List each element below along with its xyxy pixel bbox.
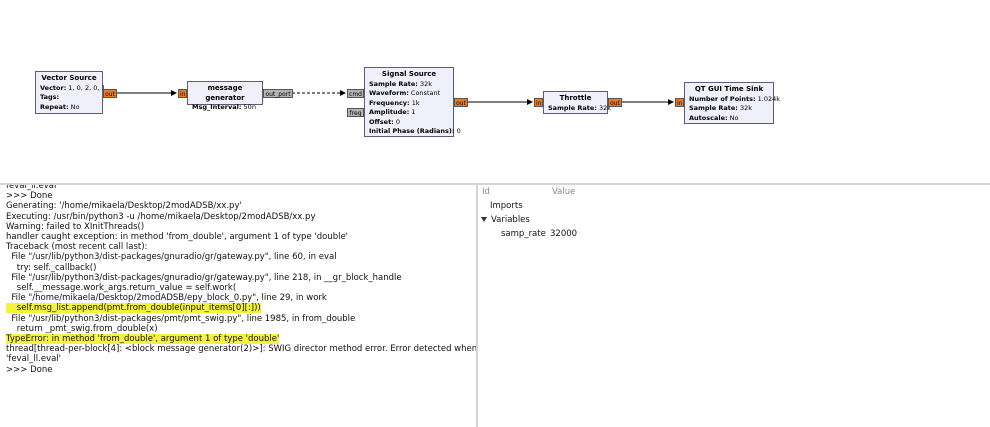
param-row: Offset: 0 — [369, 117, 400, 126]
vector-source-out-port[interactable]: out — [103, 89, 117, 98]
param-row: Amplitude: 1 — [369, 108, 416, 116]
msggen-in-port[interactable]: in — [178, 89, 187, 98]
console-line: >>> Done — [6, 191, 53, 202]
signal-source-cmd-port[interactable]: cmd — [347, 89, 364, 98]
column-header-value[interactable]: Value — [552, 187, 576, 197]
param-row: Frequency: 1k — [369, 98, 420, 107]
console-line: thread[thread-per-block[4]: <block messa… — [6, 344, 476, 355]
highlighted-text: self.msg_list.append(pmt.from_double(inp… — [6, 303, 261, 314]
param-row: Repeat: No — [40, 102, 80, 111]
console-line: self.__message.work_args.return_value = … — [6, 283, 237, 294]
highlighted-text: TypeError: in method 'from_double', argu… — [6, 334, 280, 345]
vector-source-block[interactable]: Vector Source Vector: 1, 0, 2, 0, 1 Tags… — [35, 71, 106, 114]
console-line: File "/home/mikaela/Desktop/2modADSB/epy… — [6, 293, 327, 304]
message-generator-block[interactable]: message generator Msg_Interval: 50n — [187, 81, 263, 111]
param-row: Waveform: Constant — [369, 89, 441, 97]
param-row: Sample Rate: 32k — [548, 103, 612, 112]
console-line: File "/usr/lib/python3/dist-packages/pmt… — [6, 313, 356, 324]
qt-sink-in-port[interactable]: in — [675, 98, 684, 107]
msggen-out-port[interactable]: out_port — [263, 89, 293, 98]
block-title: QT GUI Time Sink — [694, 85, 764, 93]
console-line: feval_ll.eval — [6, 185, 57, 191]
expand-arrow-icon[interactable] — [481, 217, 487, 222]
pane-divider-horizontal[interactable] — [0, 183, 990, 185]
console-line: 'feval_ll.eval' — [6, 354, 62, 365]
console-line: Warning: failed to XInitThreads() — [6, 221, 145, 232]
throttle-out-port[interactable]: out — [608, 98, 622, 107]
block-title: Throttle — [559, 94, 592, 102]
console-line: Traceback (most recent call last): — [6, 242, 148, 253]
param-row: Sample Rate: 32k — [369, 79, 433, 88]
console-line: Executing: /usr/bin/python3 -u /home/mik… — [6, 211, 316, 222]
param-row: Sample Rate: 32k — [689, 104, 753, 112]
tree-item-imports[interactable]: Imports — [490, 201, 523, 211]
variable-row[interactable]: samp_rate — [501, 229, 546, 239]
console-line: try: self._callback() — [6, 262, 97, 273]
signal-source-freq-port[interactable]: freq — [347, 108, 364, 117]
console-line: handler caught exception: in method 'fro… — [6, 232, 349, 243]
console-line: File "/usr/lib/python3/dist-packages/gnu… — [6, 252, 337, 263]
throttle-block[interactable]: Throttle Sample Rate: 32k — [543, 91, 612, 114]
variable-value[interactable]: 32000 — [550, 229, 578, 239]
param-row: Initial Phase (Radians): 0 — [369, 127, 461, 135]
console-line: Generating: '/home/mikaela/Desktop/2modA… — [6, 201, 242, 212]
param-row: Msg_Interval: 50n — [192, 103, 256, 111]
block-title: Vector Source — [41, 74, 97, 82]
pane-divider-vertical[interactable] — [476, 185, 478, 427]
variable-id: samp_rate — [501, 229, 546, 239]
param-row: Number of Points: 1.024k — [689, 94, 781, 103]
tree-item-variables[interactable]: Variables — [481, 215, 530, 225]
block-title: Signal Source — [381, 70, 437, 78]
signal-source-out-port[interactable]: out — [454, 98, 468, 107]
console-line: TypeError: in method 'from_double', argu… — [0, 334, 476, 345]
param-row: Vector: 1, 0, 2, 0, 1 — [40, 83, 106, 92]
console-line: File "/usr/lib/python3/dist-packages/gnu… — [6, 272, 402, 283]
throttle-in-port[interactable]: in — [534, 98, 543, 107]
param-row: Autoscale: No — [689, 113, 739, 122]
variable-editor-panel[interactable]: Id Value Imports Variables samp_rate 320… — [478, 185, 990, 427]
qt-gui-time-sink-block[interactable]: QT GUI Time Sink Number of Points: 1.024… — [684, 82, 781, 124]
console-line: return _pmt_swig.from_double(x) — [6, 323, 158, 334]
column-header-id[interactable]: Id — [482, 187, 490, 197]
flowgraph-connections — [116, 90, 674, 105]
block-title: message generator — [205, 84, 245, 102]
signal-source-block[interactable]: Signal Source Sample Rate: 32k Waveform:… — [364, 67, 461, 137]
flowgraph-canvas[interactable]: Vector Source Vector: 1, 0, 2, 0, 1 Tags… — [0, 0, 990, 183]
console-line: self.msg_list.append(pmt.from_double(inp… — [0, 303, 476, 314]
console-line: >>> Done — [6, 364, 53, 375]
param-row: Tags: — [40, 93, 60, 101]
